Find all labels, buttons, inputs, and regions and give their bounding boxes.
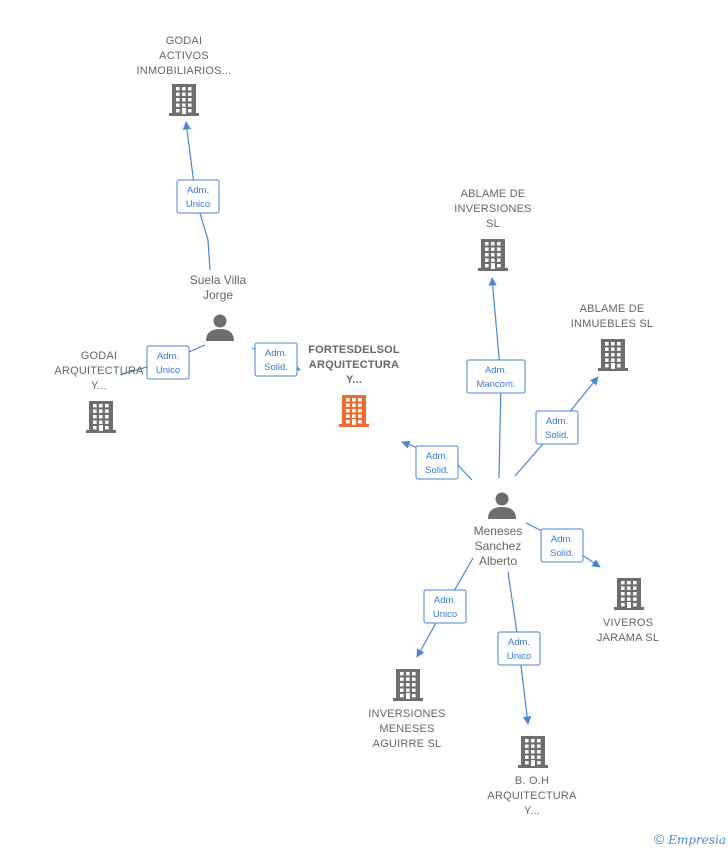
building-icon <box>169 84 199 116</box>
edge-meneses-to-ablame_inm: Adm. Solid. <box>514 376 599 477</box>
edge-meneses-to-boh: Adm. Unico <box>497 571 541 725</box>
node-label-line: MENESES <box>379 723 434 735</box>
node-label-line: ARQUITECTURA <box>309 359 399 371</box>
edge-suela-to-godai_activos: Adm. Unico <box>176 121 220 271</box>
node-label-line: VIVEROS <box>603 617 653 629</box>
edge-label-line: Adm. <box>551 534 573 545</box>
node-label-line: AGUIRRE SL <box>373 738 442 750</box>
building-icon <box>393 669 423 701</box>
building-icon <box>614 578 644 610</box>
edge-label-line: Adm. <box>265 348 287 359</box>
person-icon <box>206 314 234 341</box>
edge-label-box[interactable]: Adm. Unico <box>497 631 541 666</box>
building-icon <box>339 395 369 427</box>
node-boh[interactable]: B. O.H ARQUITECTURA Y... <box>487 736 577 817</box>
edge-label-line: Adm. <box>546 416 568 427</box>
brand-logo-text: Empresia <box>668 833 726 847</box>
edge-label-box[interactable]: Adm. Unico <box>423 589 467 624</box>
edge-label-line: Unico <box>433 609 457 620</box>
edge-label-box[interactable]: Adm. Solid. <box>415 445 459 480</box>
edge-label-line: Solid. <box>550 548 574 559</box>
node-label-line: JARAMA SL <box>597 632 659 644</box>
footer-brand: ©Empresia <box>654 831 726 847</box>
node-label-line: INVERSIONES <box>368 708 445 720</box>
edge-label-box[interactable]: Adm. Unico <box>146 345 190 380</box>
building-icon <box>478 239 508 271</box>
edge-label-box[interactable]: Adm. Solid. <box>540 528 584 563</box>
node-label-line: Y... <box>524 805 540 817</box>
node-label-line: GODAI <box>166 35 202 47</box>
node-label-line: Y... <box>346 374 362 386</box>
node-label-line: FORTESDELSOL <box>308 344 400 356</box>
edge-label-box[interactable]: Adm. Unico <box>176 179 220 214</box>
person-icon <box>488 492 516 519</box>
node-label-line: INMUEBLES SL <box>571 318 653 330</box>
node-label-line: Y... <box>91 380 107 392</box>
edge-line <box>182 121 211 271</box>
building-icon <box>598 339 628 371</box>
node-label-line: Suela Villa <box>190 273 247 287</box>
edge-suela-to-godai_arq: Adm. Unico <box>119 344 206 380</box>
edge-meneses-to-ablame_inv: Adm. Mancom. <box>466 277 526 479</box>
edge-label-box[interactable]: Adm. Solid. <box>254 342 298 377</box>
node-label-line: Jorge <box>203 288 233 302</box>
edge-label-line: Adm. <box>434 595 456 606</box>
edge-label-line: Unico <box>186 199 210 210</box>
edge-meneses-to-viveros: Adm. Solid. <box>525 522 601 568</box>
building-icon <box>518 736 548 768</box>
building-icon <box>86 401 116 433</box>
node-label-line: ACTIVOS <box>159 50 209 62</box>
edge-suela-to-fortesdelsol: Adm. Solid. <box>251 342 301 377</box>
edge-label-box[interactable]: Adm. Mancom. <box>466 359 526 394</box>
node-label-line: ABLAME DE <box>461 188 526 200</box>
node-ablame_inv[interactable]: ABLAME DE INVERSIONES SL <box>454 188 531 271</box>
node-label-line: INVERSIONES <box>454 203 531 215</box>
node-label-line: Meneses <box>474 524 523 538</box>
node-godai_activos[interactable]: GODAI ACTIVOS INMOBILIARIOS... <box>137 35 232 116</box>
node-label-line: INMOBILIARIOS... <box>137 65 232 77</box>
edge-label-box[interactable]: Adm. Solid. <box>535 410 579 445</box>
node-label-line: ARQUITECTURA <box>54 365 144 377</box>
node-fortesdelsol[interactable]: FORTESDELSOL ARQUITECTURA Y... <box>308 344 400 427</box>
edge-label-line: Adm. <box>485 365 507 376</box>
node-viveros[interactable]: VIVEROS JARAMA SL <box>597 578 659 644</box>
edge-label-line: Adm. <box>426 451 448 462</box>
copyright-symbol: © <box>653 831 665 847</box>
edge-label-line: Adm. <box>508 637 530 648</box>
edge-label-line: Unico <box>507 651 531 662</box>
edge-label-line: Solid. <box>425 465 449 476</box>
node-label-line: GODAI <box>81 350 117 362</box>
node-label-line: Sanchez <box>475 539 522 553</box>
edge-label-line: Unico <box>156 365 180 376</box>
edge-label-line: Solid. <box>545 430 569 441</box>
node-inv_meneses[interactable]: INVERSIONES MENESES AGUIRRE SL <box>368 669 445 750</box>
edge-meneses-to-inv_meneses: Adm. Unico <box>416 557 474 658</box>
edge-label-line: Adm. <box>187 185 209 196</box>
node-ablame_inm[interactable]: ABLAME DE INMUEBLES SL <box>571 303 653 371</box>
node-label-line: Alberto <box>479 554 517 568</box>
edge-label-line: Adm. <box>157 351 179 362</box>
node-label-line: B. O.H <box>515 775 549 787</box>
node-label-line: SL <box>486 218 500 230</box>
edge-label-line: Solid. <box>264 362 288 373</box>
node-label-line: ARQUITECTURA <box>487 790 577 802</box>
edge-meneses-to-fortesdelsol: Adm. Solid. <box>401 440 473 481</box>
edge-label-line: Mancom. <box>476 379 515 390</box>
node-godai_arq[interactable]: GODAI ARQUITECTURA Y... <box>54 350 144 433</box>
edges-layer: Adm.UnicoAdm.UnicoAdm.Solid.Adm.Solid.Ad… <box>119 121 601 725</box>
node-label-line: ABLAME DE <box>580 303 645 315</box>
